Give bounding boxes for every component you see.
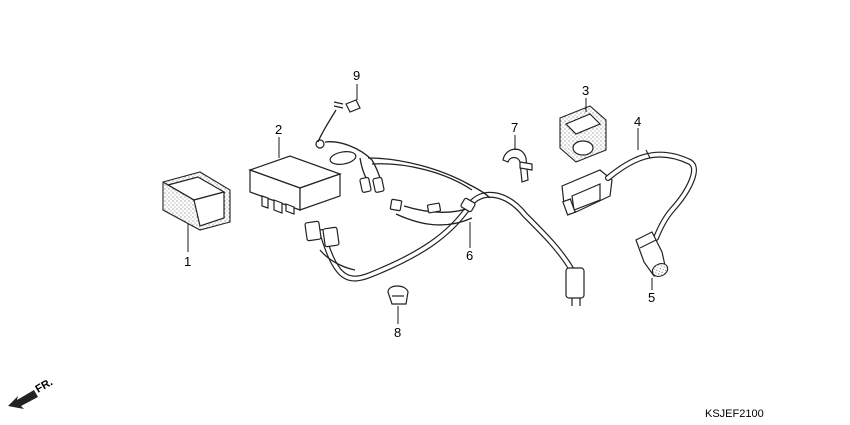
callout-2: 2 xyxy=(275,122,282,137)
diagram-code: KSJEF2100 xyxy=(705,408,764,420)
part-7-clip xyxy=(502,148,533,183)
part-2-cdi-unit xyxy=(248,155,342,215)
part-6-wire-harness xyxy=(304,109,585,306)
part-4-ignition-coil xyxy=(561,149,697,241)
callout-1: 1 xyxy=(184,254,191,269)
callout-5: 5 xyxy=(648,290,655,305)
callout-6: 6 xyxy=(466,248,473,263)
part-1-cover xyxy=(162,171,231,231)
part-9-bolt xyxy=(333,99,361,113)
callout-4: 4 xyxy=(634,114,641,129)
direction-label: FR. xyxy=(34,376,55,395)
callout-9: 9 xyxy=(353,68,360,83)
front-arrow-icon xyxy=(8,390,38,409)
callout-3: 3 xyxy=(582,83,589,98)
part-3-coil-mount xyxy=(559,105,607,163)
part-8-band xyxy=(387,285,409,305)
callout-7: 7 xyxy=(511,120,518,135)
callout-8: 8 xyxy=(394,325,401,340)
part-5-plug-cap xyxy=(635,231,669,277)
